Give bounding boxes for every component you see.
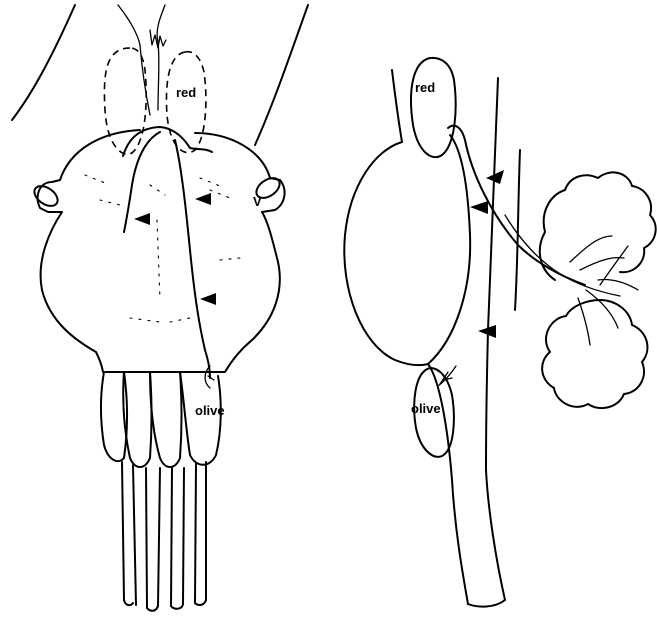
red-label-lateral: red	[415, 80, 435, 95]
midline-inner-strokes	[140, 42, 159, 115]
cerebellum-folia	[570, 236, 638, 345]
tract-fiber-main	[175, 140, 210, 378]
basilar-cap	[123, 127, 212, 156]
pons-dotted-texture-2	[150, 178, 225, 195]
trigeminal-nerve-left	[31, 182, 61, 210]
spinal-cord-col-4	[158, 468, 160, 606]
red-label-ventral: red	[176, 85, 196, 100]
cerebellum-lower-lobe	[542, 300, 647, 408]
red-nucleus-lateral	[411, 58, 456, 157]
red-nucleus-left-dashed	[104, 48, 146, 154]
spinal-cord-col-7	[195, 464, 206, 605]
olive-label-lateral: olive	[411, 401, 441, 416]
spinal-cord-col-1	[122, 462, 133, 605]
left-peduncle-outline	[12, 5, 75, 120]
medulla-olive-right	[180, 372, 221, 465]
trigeminal-label: V	[253, 194, 262, 209]
lateral-front-contour	[392, 70, 402, 142]
lateral-rear-contour-outer	[515, 150, 520, 310]
pons-dotted-texture-5	[210, 190, 240, 260]
lateral-view: red olive	[344, 58, 655, 607]
arrowhead-ventral-3	[200, 293, 216, 305]
spinal-cord-base	[468, 600, 505, 607]
olive-label-ventral: olive	[195, 403, 225, 418]
arrowhead-ventral-1	[195, 193, 211, 205]
lateral-tract-fiber-2	[505, 215, 620, 296]
spinal-cord-col-6	[183, 468, 184, 604]
spinal-cord-col-3	[146, 468, 158, 611]
arrowhead-ventral-2	[134, 213, 150, 225]
pons-dotted-texture-1	[85, 175, 120, 205]
arrowhead-lateral-2	[470, 201, 488, 214]
pons-dotted-texture-3	[157, 220, 160, 300]
medulla-pyramid-right	[150, 372, 182, 467]
lateral-medulla-front	[428, 364, 468, 604]
right-peduncle-outline	[255, 5, 308, 145]
lateral-pons-outline	[344, 135, 470, 365]
cerebellum-upper-lobe	[540, 172, 656, 280]
pons-dotted-texture-4	[130, 318, 190, 322]
pons-outline	[38, 130, 285, 372]
spinal-cord-col-2	[133, 465, 136, 605]
red-nucleus-right-dashed	[166, 52, 205, 153]
lateral-rear-contour-inner	[486, 78, 505, 600]
ventral-view: red V olive	[12, 5, 308, 611]
midline-upper-strokes	[118, 5, 165, 45]
spinal-cord-col-5	[171, 468, 183, 609]
